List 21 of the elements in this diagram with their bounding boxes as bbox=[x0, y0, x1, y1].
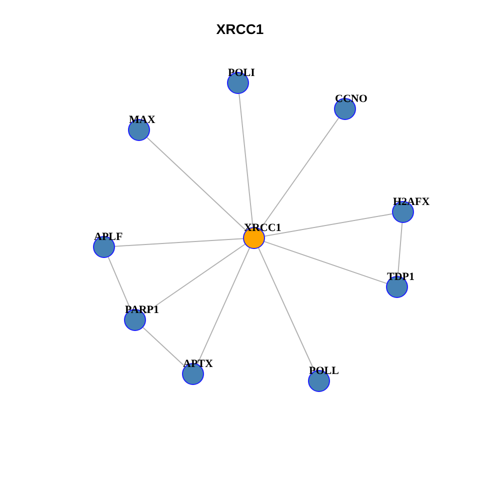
edge-line bbox=[142, 327, 186, 367]
edge-line bbox=[144, 244, 246, 314]
edge-line bbox=[146, 137, 246, 231]
edge-line bbox=[197, 248, 250, 364]
chart-title: XRCC1 bbox=[215, 21, 265, 37]
edge-line bbox=[260, 118, 340, 230]
edge-line bbox=[114, 238, 244, 247]
node-label: APTX bbox=[183, 358, 213, 370]
node-label: PARP1 bbox=[125, 304, 160, 316]
node-label: XRCC1 bbox=[244, 222, 282, 234]
edge-line bbox=[397, 222, 403, 277]
edge-line bbox=[264, 241, 388, 284]
edge-line bbox=[258, 248, 315, 372]
edge-line bbox=[108, 256, 132, 310]
node-label: TDP1 bbox=[387, 271, 414, 283]
node-label: POLL bbox=[309, 365, 339, 377]
edge-line bbox=[264, 213, 393, 237]
node-label: CCNO bbox=[335, 93, 368, 105]
node-label: APLF bbox=[94, 231, 123, 243]
node-label: H2AFX bbox=[393, 196, 430, 208]
edge-line bbox=[238, 93, 254, 228]
